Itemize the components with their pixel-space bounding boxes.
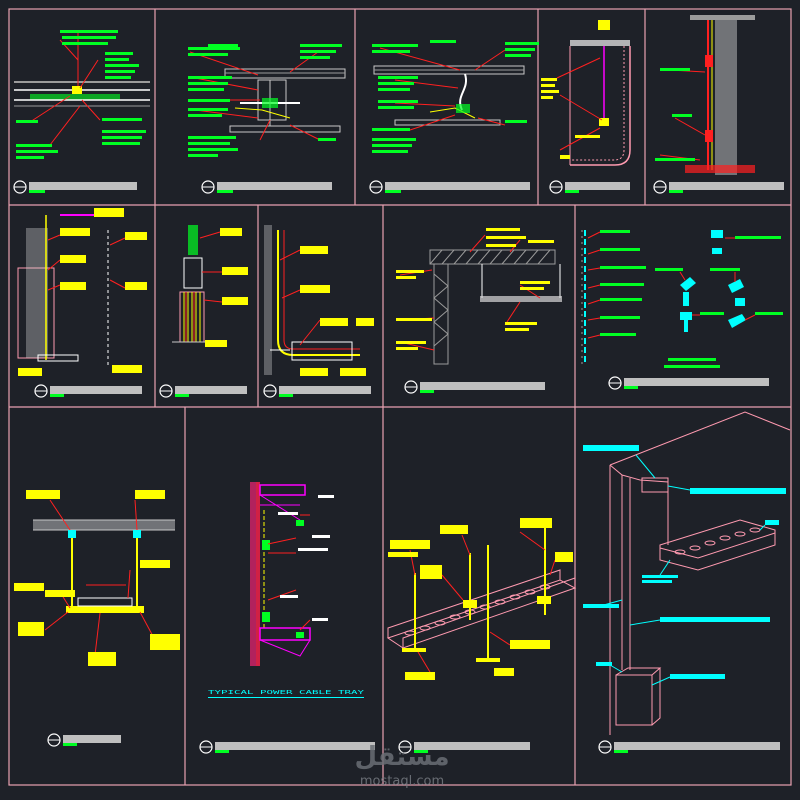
title-block-5 xyxy=(653,180,784,194)
title-block-10 xyxy=(608,376,769,390)
detail-14-isometric-riser xyxy=(583,411,791,735)
detail-9-truss-tray xyxy=(396,228,562,365)
detail-6-vertical-riser xyxy=(17,208,147,376)
title-block-7 xyxy=(159,384,247,398)
detail-12-caption: TYPICAL POWER CABLE TRAY xyxy=(208,690,365,696)
detail-2-junction xyxy=(188,44,346,157)
detail-3-offset xyxy=(372,40,539,153)
title-block-6 xyxy=(34,384,142,398)
title-block-8 xyxy=(263,384,371,398)
detail-12-wall-tray: TYPICAL POWER CABLE TRAY xyxy=(208,482,365,698)
title-block-2 xyxy=(201,180,332,194)
detail-1-pipe-crossing xyxy=(14,30,150,159)
detail-5-wall-penetration xyxy=(655,15,755,175)
title-block-4 xyxy=(549,180,630,194)
title-block-1 xyxy=(13,180,137,194)
title-block-14 xyxy=(598,740,780,754)
title-block-11 xyxy=(47,733,121,747)
title-block-12 xyxy=(199,740,375,754)
detail-4-wall-bracket xyxy=(541,20,631,166)
detail-7-column-conduit xyxy=(172,225,248,347)
title-block-9 xyxy=(404,380,545,394)
title-block-13 xyxy=(398,740,530,754)
title-block-3 xyxy=(369,180,530,194)
detail-10-hanger-components xyxy=(581,230,783,368)
detail-13-isometric-tray xyxy=(386,518,577,680)
detail-title-blocks xyxy=(13,180,784,754)
detail-11-suspended-tray xyxy=(14,490,180,666)
panel-frames xyxy=(8,8,792,786)
detail-8-elbow-riser xyxy=(264,225,374,376)
